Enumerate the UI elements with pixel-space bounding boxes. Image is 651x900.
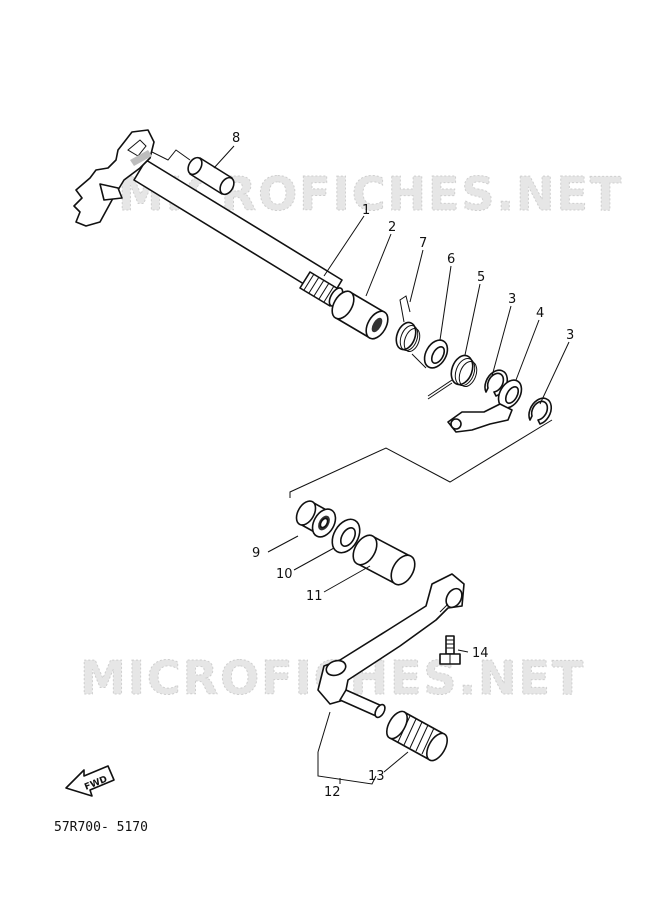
callout-1: 1 <box>362 203 370 218</box>
part-6-washer <box>423 339 449 369</box>
part-10-washer <box>331 518 361 554</box>
callout-3a: 3 <box>508 292 516 307</box>
callout-3b: 3 <box>566 328 574 343</box>
part-5-spring <box>427 354 478 400</box>
callout-4: 4 <box>536 306 544 321</box>
part-13-rubber <box>385 710 449 762</box>
callout-2: 2 <box>388 220 396 235</box>
assembly-link-line <box>289 419 553 498</box>
callout-13: 13 <box>368 769 385 784</box>
stopper-lever <box>447 403 513 433</box>
part-7-spring <box>395 295 427 369</box>
callout-12: 12 <box>324 785 341 800</box>
part-4-washer <box>497 379 523 409</box>
part-14-bolt <box>439 635 461 665</box>
callout-11: 11 <box>306 589 323 604</box>
part-9-bearing <box>295 500 337 538</box>
part-8-pin <box>187 156 235 196</box>
part-11-collar <box>352 534 416 586</box>
callout-9: 9 <box>252 546 260 561</box>
callout-8: 8 <box>232 131 240 146</box>
part-3-circlip-b <box>528 397 553 425</box>
part-12-shift-pedal <box>317 573 465 719</box>
callout-10: 10 <box>276 567 293 582</box>
leader-lines <box>213 145 570 785</box>
callout-5: 5 <box>477 270 485 285</box>
callout-6: 6 <box>447 252 455 267</box>
watermark-bottom: MICROFICHES.NET <box>80 651 585 705</box>
callout-14: 14 <box>472 646 489 661</box>
fwd-arrow-icon: FWD <box>65 765 115 797</box>
callout-7: 7 <box>419 236 427 251</box>
shift-shaft <box>73 129 344 307</box>
diagram-code: 57R700- 5170 <box>54 820 148 835</box>
part-2-collar <box>331 290 389 340</box>
